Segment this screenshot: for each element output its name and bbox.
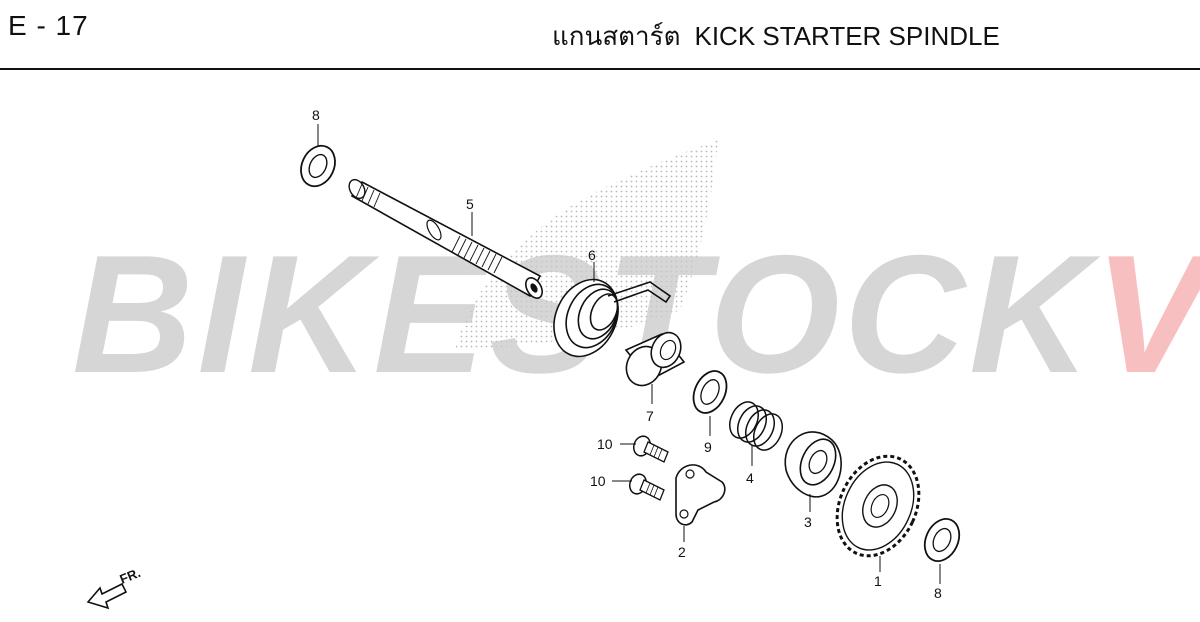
leader-lines	[317, 124, 941, 584]
part-bolt-10-lower	[628, 473, 665, 501]
part-spring-6	[553, 278, 672, 358]
title-english: KICK STARTER SPINDLE	[694, 21, 1000, 51]
part-stopper-2	[675, 464, 726, 526]
callout-2: 2	[678, 544, 686, 560]
page-code: E - 17	[8, 10, 89, 41]
part-washer-9	[692, 370, 728, 414]
callout-6: 6	[588, 247, 596, 263]
part-washer-8-top	[300, 144, 336, 188]
callout-9: 9	[704, 439, 712, 455]
callout-8-bottom: 8	[934, 585, 942, 601]
callout-1: 1	[874, 573, 882, 589]
part-gear-1	[835, 454, 921, 558]
callout-7: 7	[646, 408, 654, 424]
header-divider	[0, 68, 1200, 70]
part-spring-4	[728, 401, 784, 451]
front-direction-label: FR.	[118, 565, 143, 587]
callout-8-top: 8	[312, 107, 320, 123]
watermark-vn: VN	[1094, 220, 1200, 408]
callout-10-upper: 10	[597, 436, 613, 452]
page-title: แกนสตาร์ต KICK STARTER SPINDLE	[552, 16, 1000, 57]
callout-3: 3	[804, 514, 812, 530]
callout-10-lower: 10	[590, 473, 606, 489]
part-bolt-10-upper	[632, 435, 669, 463]
part-spindle-5	[348, 178, 543, 299]
part-washer-8-bottom	[923, 518, 961, 562]
callout-5: 5	[466, 196, 474, 212]
wing-logo-watermark	[455, 140, 718, 350]
part-collar-7	[624, 331, 686, 387]
part-ratchet-3	[784, 431, 842, 498]
title-thai: แกนสตาร์ต	[552, 21, 681, 51]
callout-4: 4	[746, 470, 754, 486]
front-direction-arrow-icon	[86, 582, 128, 610]
